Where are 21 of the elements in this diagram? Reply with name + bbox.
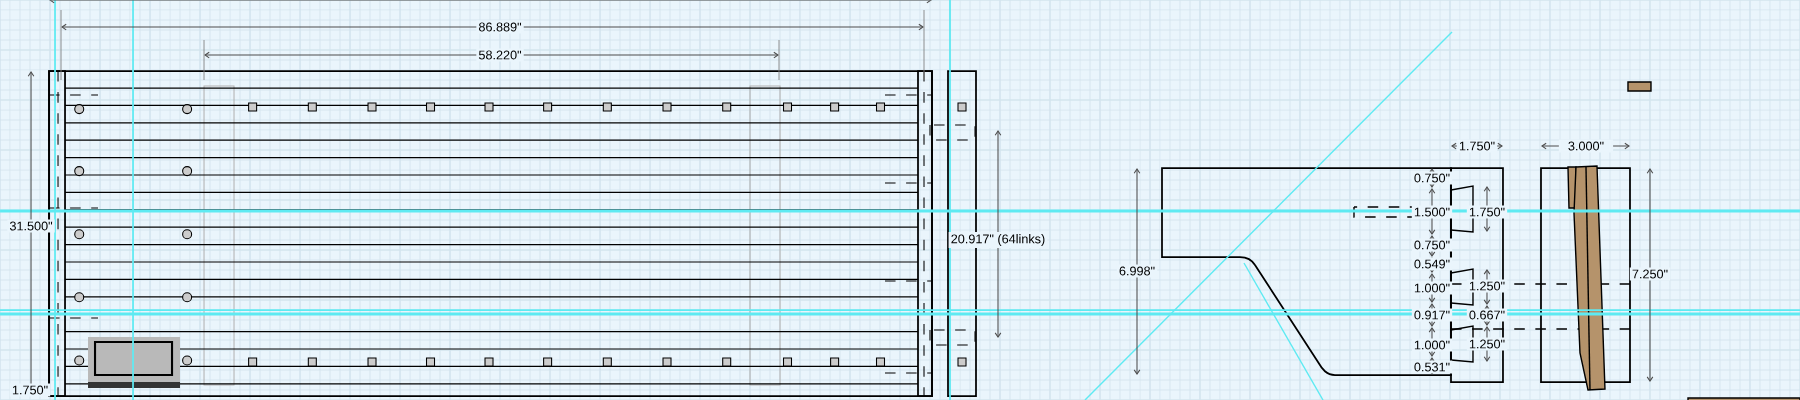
dimension-label: 1.000" [1411, 338, 1453, 352]
dimension-label: 1.750" [1466, 205, 1508, 219]
dimension-label: 0.531" [1411, 360, 1453, 374]
dimension-label: 1.000" [1411, 281, 1453, 295]
dimension-label: 0.549" [1411, 257, 1453, 271]
dimension-label: 6.998" [1116, 264, 1158, 278]
dimension-label: 0.750" [1411, 171, 1453, 185]
dimension-label: 1.750" [9, 383, 51, 397]
dimension-label: 1.500" [1411, 205, 1453, 219]
dimension-label: 0.750" [1411, 238, 1453, 252]
dimension-label: 31.500" [7, 219, 55, 233]
dimension-label: 86.889" [476, 20, 524, 34]
dimension-label: 20.917" (64links) [948, 232, 1048, 248]
dimension-label: 58.220" [476, 48, 524, 62]
dimension-label: 1.250" [1466, 337, 1508, 351]
dimension-label: 0.917" [1411, 308, 1453, 322]
dimension-label: 7.250" [1629, 267, 1671, 281]
dimension-label: 3.000" [1558, 139, 1614, 153]
dimension-label: 1.750" [1456, 139, 1498, 153]
dimension-label: 1.250" [1466, 279, 1508, 293]
dimension-label: 0.667" [1466, 308, 1508, 322]
